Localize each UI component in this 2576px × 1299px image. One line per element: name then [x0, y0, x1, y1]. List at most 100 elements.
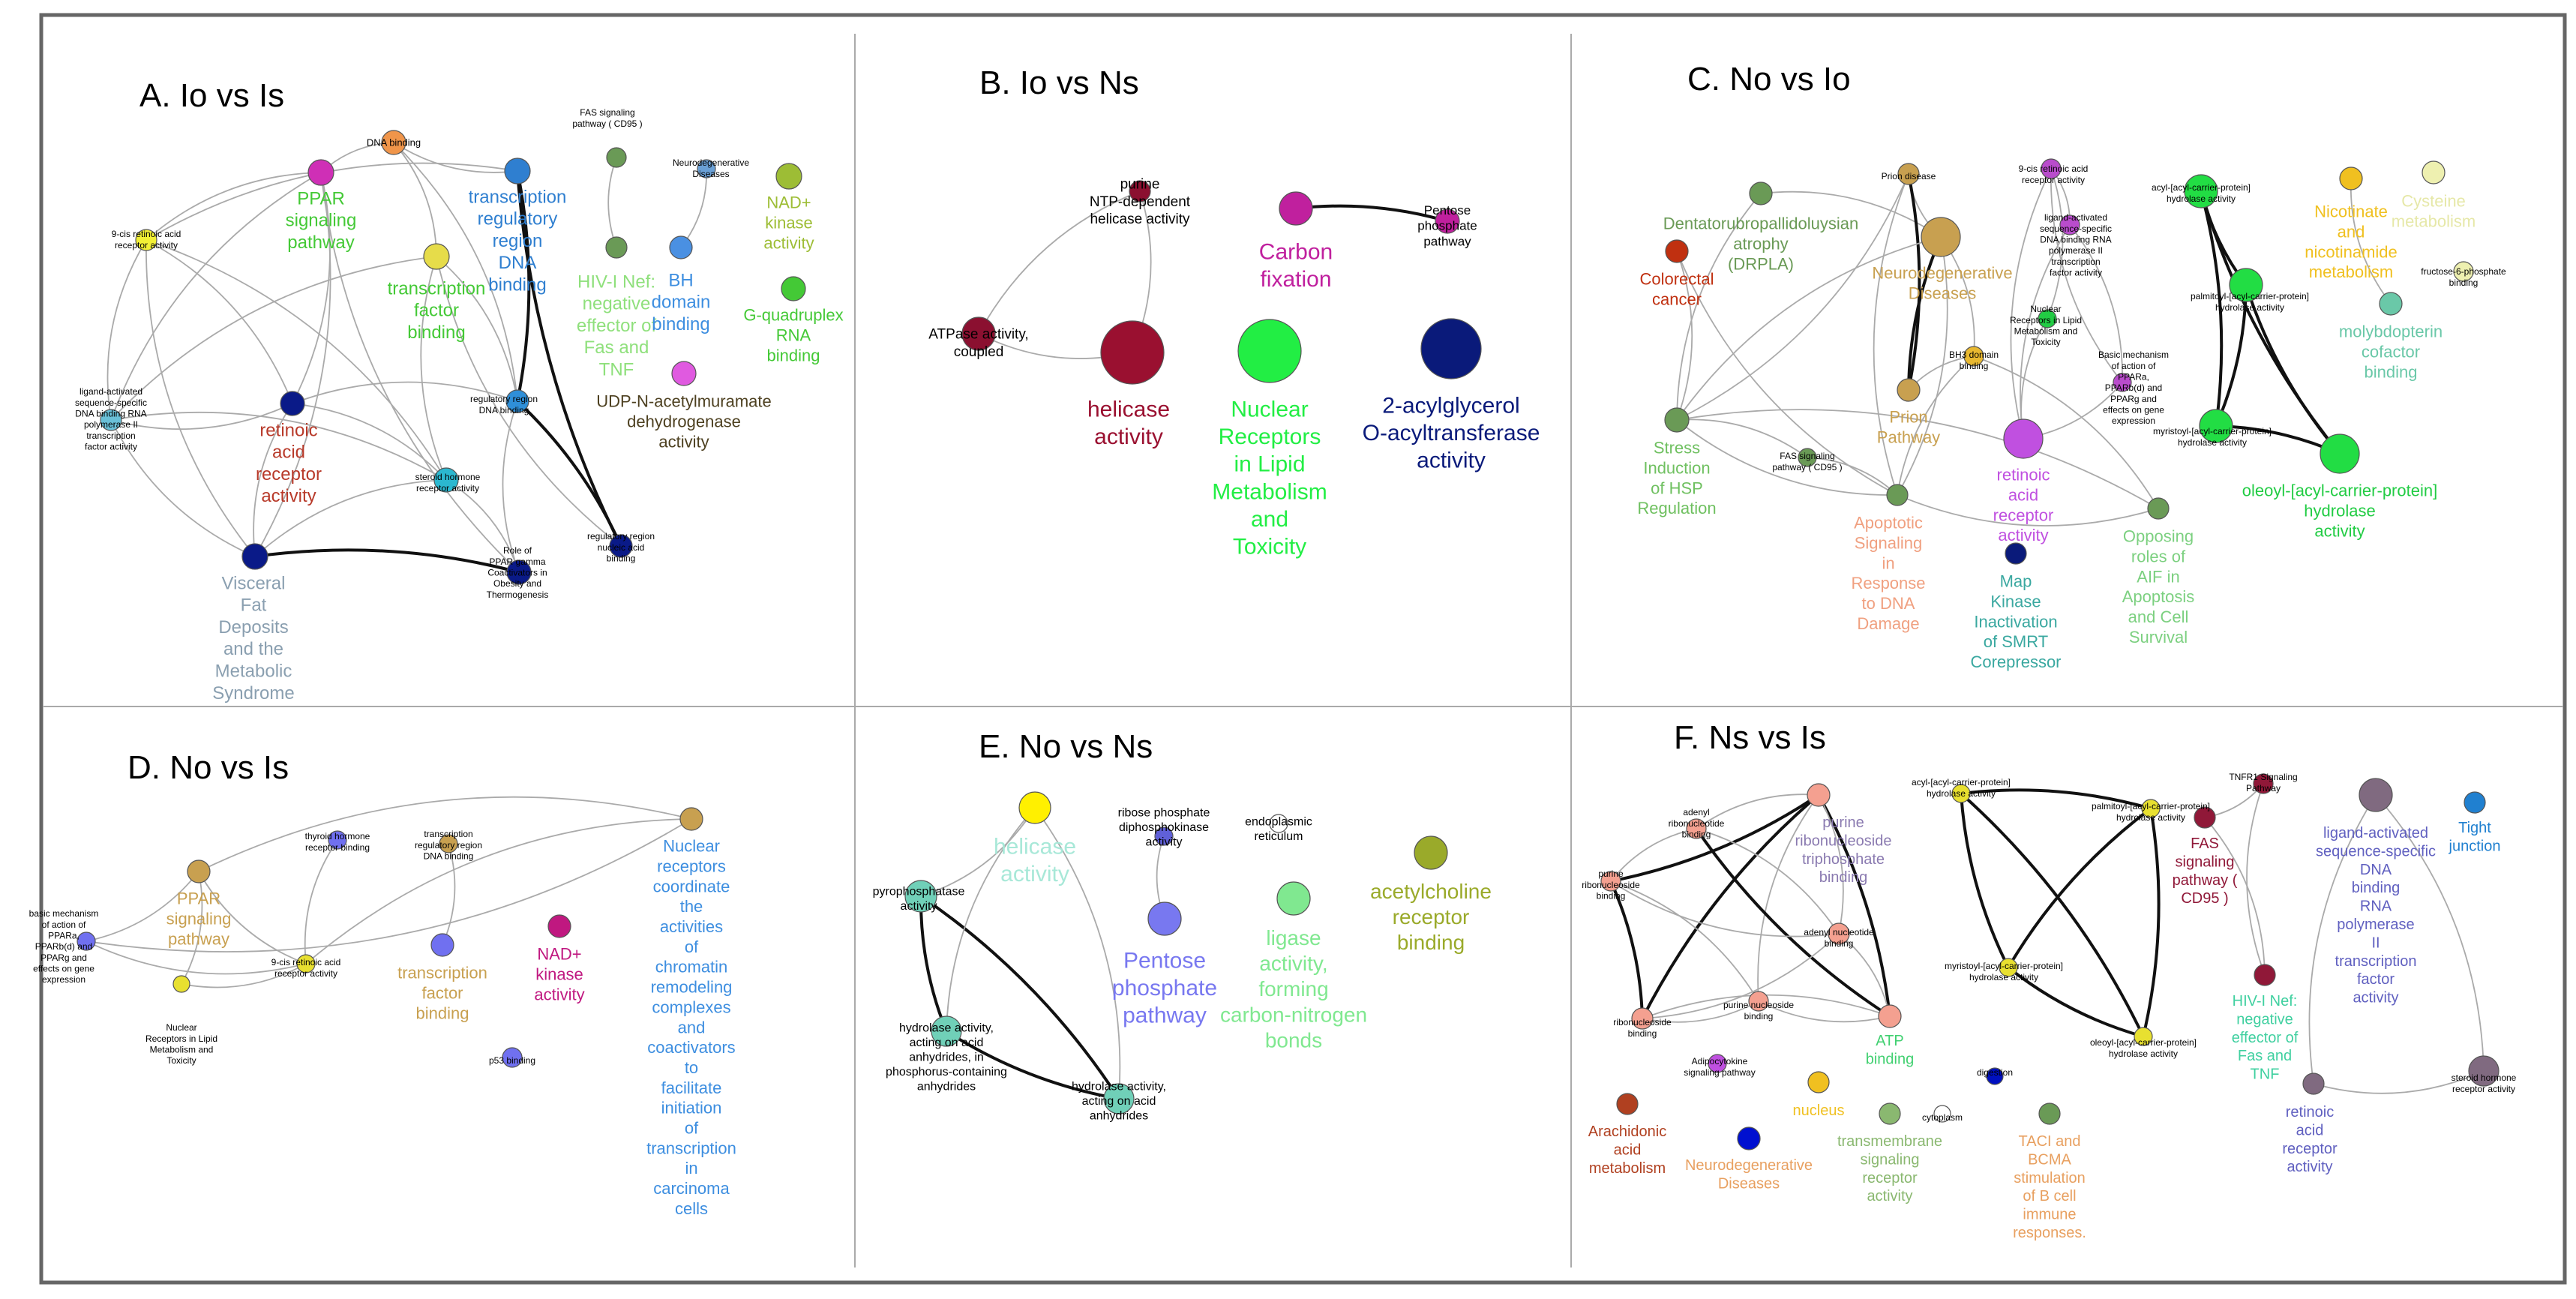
node-f-hiv2[interactable] [2254, 964, 2276, 986]
node-f-tm[interactable] [1879, 1102, 1901, 1125]
node-e-pppath[interactable] [1147, 902, 1182, 936]
node-c-prio[interactable] [1897, 163, 1920, 185]
edge-c-col-apop [1676, 250, 1898, 496]
node-d-thy[interactable] [328, 830, 347, 850]
edge-f-acyl2-palm2 [1960, 788, 2152, 810]
node-d-nadd[interactable] [547, 914, 571, 938]
node-f-dig[interactable] [1986, 1067, 2004, 1085]
node-a-hiv[interactable] [605, 236, 628, 259]
node-c-ole[interactable] [2320, 434, 2360, 474]
node-f-pur[interactable] [1807, 783, 1831, 807]
node-f-prn[interactable] [1600, 871, 1621, 892]
node-a-vis[interactable] [241, 543, 268, 570]
node-f-taci[interactable] [2038, 1102, 2061, 1125]
node-e-hyd1[interactable] [931, 1016, 962, 1047]
node-c-reti[interactable] [2003, 418, 2044, 459]
node-a-lig[interactable] [100, 409, 122, 431]
node-c-palm[interactable] [2229, 268, 2263, 302]
node-c-prpath[interactable] [1897, 378, 1921, 402]
node-f-adn[interactable] [1828, 922, 1850, 945]
node-f-adr[interactable] [1686, 818, 1707, 839]
node-c-myr[interactable] [2199, 409, 2233, 443]
node-d-nrld[interactable] [172, 975, 190, 993]
node-c-nic[interactable] [2339, 166, 2363, 190]
node-a-rol[interactable] [506, 560, 532, 585]
node-f-oleo[interactable] [2134, 1027, 2153, 1046]
node-f-ret2[interactable] [2302, 1072, 2325, 1095]
node-b-ntp[interactable] [1129, 180, 1151, 202]
node-f-ndf[interactable] [1737, 1126, 1761, 1150]
node-f-tnfr[interactable] [2253, 773, 2274, 794]
node-a-rrd[interactable] [505, 389, 529, 413]
node-f-tj[interactable] [2464, 791, 2486, 814]
node-c-col[interactable] [1665, 239, 1689, 263]
node-c-acylh[interactable] [2184, 174, 2218, 208]
node-a-bh[interactable] [669, 236, 693, 260]
node-a-rar[interactable] [280, 391, 305, 416]
node-a-tfb[interactable] [423, 243, 450, 270]
node-c-c9[interactable] [2041, 158, 2062, 179]
node-f-cyto[interactable] [1933, 1105, 1951, 1123]
node-a-retx[interactable] [135, 229, 157, 251]
node-f-shr2[interactable] [2468, 1055, 2500, 1087]
node-a-ppar[interactable] [307, 159, 334, 186]
edge-c-palm-myr [2215, 284, 2248, 427]
node-a-fas[interactable] [606, 147, 627, 168]
node-d-tfbd[interactable] [430, 933, 454, 957]
node-c-bhd[interactable] [1963, 346, 1984, 367]
node-c-ndis[interactable] [1921, 217, 1961, 257]
node-a-dna[interactable] [381, 130, 406, 155]
node-a-udp[interactable] [671, 361, 697, 386]
node-d-nrcd[interactable] [679, 807, 703, 831]
node-f-palm2[interactable] [2141, 799, 2161, 818]
node-e-ach[interactable] [1414, 836, 1448, 870]
node-c-map[interactable] [2005, 542, 2027, 565]
node-c-cys[interactable] [2422, 160, 2446, 184]
node-d-c9d[interactable] [296, 954, 316, 974]
node-a-rrn[interactable] [609, 534, 633, 558]
node-f-arac[interactable] [1616, 1093, 1639, 1115]
node-d-basd[interactable] [76, 932, 96, 951]
node-f-myr2[interactable] [1999, 958, 2018, 977]
node-f-pun[interactable] [1748, 991, 1769, 1012]
node-d-ppard[interactable] [187, 860, 211, 884]
node-c-stress[interactable] [1664, 407, 1690, 433]
node-b-atp[interactable] [961, 316, 996, 351]
node-f-ligf[interactable] [2359, 778, 2393, 812]
node-a-shr[interactable] [433, 467, 459, 493]
node-b-heli[interactable] [1100, 320, 1165, 385]
node-c-basic[interactable] [2113, 373, 2132, 392]
node-c-fruc[interactable] [2453, 261, 2474, 282]
node-f-adi[interactable] [1708, 1054, 1727, 1073]
node-e-lig2[interactable] [1276, 881, 1311, 916]
node-b-carb[interactable] [1279, 191, 1313, 226]
node-c-fasc[interactable] [1798, 448, 1817, 467]
node-e-pyro[interactable] [904, 880, 937, 913]
node-c-aif[interactable] [2147, 497, 2170, 520]
node-f-atpf[interactable] [1878, 1004, 1902, 1028]
node-b-nrl[interactable] [1237, 319, 1302, 383]
node-a-neuro[interactable] [697, 159, 716, 178]
node-b-acyl[interactable] [1420, 318, 1482, 380]
node-c-apop[interactable] [1886, 484, 1909, 506]
node-a-nad[interactable] [775, 163, 802, 190]
node-d-p53[interactable] [502, 1047, 523, 1068]
node-e-ribo[interactable] [1154, 826, 1174, 846]
node-d-trd[interactable] [439, 834, 458, 854]
node-a-tr[interactable] [504, 158, 531, 184]
node-f-acyl2[interactable] [1951, 784, 1971, 803]
node-e-er[interactable] [1269, 814, 1288, 833]
node-b-pent[interactable] [1435, 208, 1460, 234]
node-f-fasf[interactable] [2194, 806, 2216, 829]
edge-f-pur-rnb [1641, 794, 1820, 1019]
node-e-hyd2[interactable] [1103, 1083, 1135, 1114]
node-c-ligi[interactable] [2059, 214, 2080, 236]
node-c-nrc[interactable] [2038, 309, 2057, 328]
node-e-hel[interactable] [1018, 791, 1051, 824]
node-f-nuc[interactable] [1807, 1071, 1830, 1094]
node-c-dent[interactable] [1749, 182, 1773, 206]
node-c-moly[interactable] [2379, 292, 2403, 316]
node-f-rnb[interactable] [1631, 1007, 1654, 1030]
node-a-gq[interactable] [781, 276, 806, 302]
